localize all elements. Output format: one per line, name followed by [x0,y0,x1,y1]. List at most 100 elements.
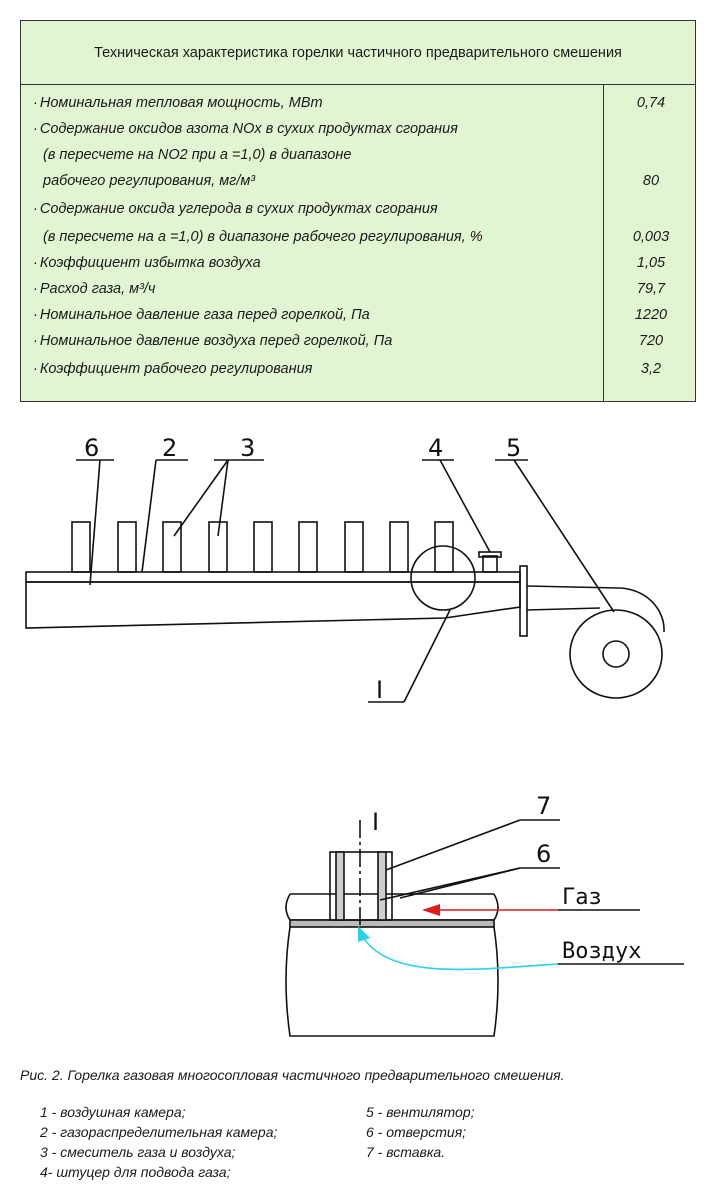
detail-break-left [285,893,291,921]
bullet-icon: · [33,361,38,377]
row-text: рабочего регулирования, мг/м³ [43,173,256,189]
label-detail-6: 6 [536,840,551,868]
air-arrow-head [358,926,370,942]
mixer-tube [71,521,91,573]
row-text: Коэффициент избытка воздуха [39,255,261,271]
row-value: 80 [642,173,660,189]
row-value: 1220 [634,307,668,323]
table-row: рабочего регулирования, мг/м³ 80 [21,169,695,195]
label-air: Воздух [562,939,641,964]
mixer-tube [344,521,364,573]
legend-item: 2 - газораспределительная камера; [40,1124,278,1140]
row-text: Содержание оксида углерода в сухих проду… [39,201,438,217]
legend-item: 7 - вставка. [366,1144,446,1160]
label-4: 4 [428,434,443,462]
mixer-tubes [71,521,454,573]
row-text: Номинальное давление газа перед горелкой… [39,307,370,323]
spec-table: Техническая характеристика горелки части… [20,20,696,402]
leader [513,459,615,613]
mixer-tube [162,521,182,573]
row-value: 0,74 [636,95,666,111]
figure-caption: Рис. 2. Горелка газовая многосопловая ча… [20,1067,565,1083]
label-5: 5 [506,434,521,462]
row-text: Расход газа, м³/ч [39,281,156,297]
mixer-tube [389,521,409,573]
leader [439,459,491,553]
spec-table-body: ·Номинальная тепловая мощность, МВт 0,74… [21,85,695,401]
bullet-icon: · [33,201,38,217]
bullet-icon: · [33,121,38,137]
bullet-icon: · [33,95,38,111]
detail-circle [410,545,476,611]
air-arrow-line [361,935,559,971]
gas-fitting-cap [478,551,502,558]
label-6: 6 [84,434,99,462]
table-row: (в пересчете на а =1,0) в диапазоне рабо… [21,225,695,251]
air-chamber [25,581,521,629]
legend-item: 3 - смеситель газа и воздуха; [40,1144,236,1160]
leader [403,609,451,703]
detail-body [285,926,499,1037]
leader [141,459,157,573]
mixer-tube [253,521,273,573]
label-7: 7 [536,792,551,820]
table-row: ·Номинальное давление газа перед горелко… [21,303,695,329]
spec-table-title: Техническая характеристика горелки части… [21,21,695,85]
bullet-icon: · [33,255,38,271]
table-row: ·Расход газа, м³/ч 79,7 [21,277,695,303]
main-view [25,459,665,703]
label-2: 2 [162,434,177,462]
detail-break-right [493,893,499,921]
row-text: Содержание оксидов азота NOx в сухих про… [39,121,458,137]
burner-drawing: 6 2 3 4 5 I I 7 6 Газ Воздух [25,434,684,1037]
flange [519,565,528,637]
legend-item: 5 - вентилятор; [366,1104,475,1120]
label-gas: Газ [562,885,602,910]
row-text: Номинальное давление воздуха перед горел… [39,333,393,349]
legend-item: 1 - воздушная камера; [40,1104,186,1120]
bullet-icon: · [33,333,38,349]
leader [399,867,521,899]
leader [385,819,521,871]
row-value: 79,7 [636,281,666,297]
detail-view [285,819,684,1037]
label-detail-ref: I [376,676,383,704]
table-row: ·Коэффициент избытка воздуха 1,05 [21,251,695,277]
mixer-tube [208,521,228,573]
row-value: 3,2 [640,361,662,377]
mixer-tube [298,521,318,573]
table-row: ·Номинальная тепловая мощность, МВт 0,74 [21,91,695,117]
column-divider [603,85,604,401]
detail-insert-left [335,851,345,921]
row-text: Коэффициент рабочего регулирования [39,361,313,377]
legend-item: 6 - отверстия; [366,1124,467,1140]
table-row: ·Номинальное давление воздуха перед горе… [21,329,695,355]
table-row: ·Коэффициент рабочего регулирования 3,2 [21,357,695,383]
row-text: Номинальная тепловая мощность, МВт [39,95,323,111]
row-text: (в пересчете на NO2 при а =1,0) в диапаз… [43,147,352,163]
legend-item: 4- штуцер для подвода газа; [40,1164,231,1180]
mixer-tube [117,521,137,573]
row-value: 0,003 [632,229,670,245]
table-row: ·Содержание оксида углерода в сухих прод… [21,197,695,223]
row-value: 1,05 [636,255,666,271]
leader [89,459,101,586]
gas-fitting [482,555,498,573]
fan-duct [526,585,665,633]
table-row: (в пересчете на NO2 при а =1,0) в диапаз… [21,143,695,169]
gas-distribution-chamber [25,571,521,583]
detail-tube [329,851,393,921]
gas-arrow-head [422,904,440,916]
fan-duct-lower [526,607,601,611]
fan-hub [602,640,630,668]
bullet-icon: · [33,307,38,323]
label-detail-title: I [372,808,379,836]
leader [217,459,229,537]
bullet-icon: · [33,281,38,297]
leader [173,459,229,537]
fan-housing [569,609,663,699]
detail-wall [289,919,495,928]
table-row: ·Содержание оксидов азота NOx в сухих пр… [21,117,695,143]
label-3: 3 [240,434,255,462]
row-text: (в пересчете на а =1,0) в диапазоне рабо… [43,229,483,245]
